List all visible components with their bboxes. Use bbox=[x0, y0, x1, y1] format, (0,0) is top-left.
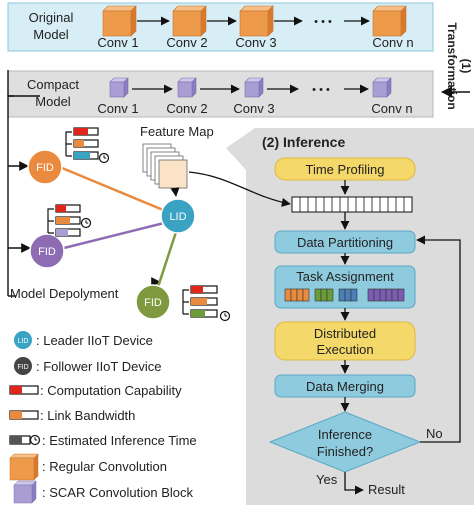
original-conv2-cube bbox=[172, 5, 207, 37]
legend-scar-conv-text: : SCAR Convolution Block bbox=[42, 485, 194, 500]
original-conv1-label: Conv 1 bbox=[97, 35, 138, 50]
original-ellipsis: • • • bbox=[314, 16, 332, 28]
task-assignment-label: Task Assignment bbox=[296, 269, 394, 284]
legend: LID : Leader IIoT Device FID : Follower … bbox=[9, 331, 197, 504]
legend-bandwidth-fill bbox=[10, 411, 22, 419]
fid-node-1: FID bbox=[27, 149, 63, 185]
legend-time-text: : Estimated Inference Time bbox=[42, 433, 197, 448]
data-partitioning-label: Data Partitioning bbox=[297, 235, 393, 250]
compact-conv2-label: Conv 2 bbox=[166, 101, 207, 116]
fid-node-1-label: FID bbox=[36, 162, 54, 174]
compact-model-panel: Compact Model • • • Conv 1 Conv 2 Conv 3… bbox=[7, 70, 434, 118]
original-model-panel: Original Model • • • Conv 1 Conv 2 Conv … bbox=[7, 2, 434, 52]
original-conv3-cube bbox=[239, 5, 274, 37]
legend-computation: : Computation Capability bbox=[9, 383, 182, 398]
legend-follower: FID : Follower IIoT Device bbox=[14, 357, 161, 375]
time-profiling-label: Time Profiling bbox=[306, 162, 385, 177]
link-fid3-lid bbox=[155, 231, 178, 291]
transformation-step: Transformation (1) bbox=[440, 22, 473, 110]
original-model-label-line2: Model bbox=[33, 27, 69, 42]
link-fid1-lid bbox=[61, 166, 169, 214]
compact-conv1-label: Conv 1 bbox=[97, 101, 138, 116]
link-fid2-lid bbox=[63, 220, 169, 250]
fid-node-2-label: FID bbox=[38, 246, 56, 258]
original-model-label-line1: Original bbox=[29, 10, 74, 25]
yes-label: Yes bbox=[316, 472, 338, 487]
original-conv3-label: Conv 3 bbox=[235, 35, 276, 50]
inference-title: (2) Inference bbox=[262, 134, 345, 150]
task-assignment-blocks bbox=[284, 288, 405, 302]
transformation-number: (1) bbox=[459, 59, 473, 74]
lid-node-label: LID bbox=[169, 211, 186, 223]
partition-tensor bbox=[291, 196, 413, 213]
original-conv1-cube bbox=[102, 5, 137, 37]
compact-model-label-line1: Compact bbox=[27, 77, 79, 92]
original-convn-cube bbox=[372, 5, 407, 37]
original-conv2-label: Conv 2 bbox=[166, 35, 207, 50]
compact-ellipsis: • • • bbox=[312, 84, 330, 96]
feature-map-label: Feature Map bbox=[140, 124, 214, 139]
legend-follower-text: : Follower IIoT Device bbox=[36, 359, 161, 374]
compact-convn-label: Conv n bbox=[371, 101, 412, 116]
feature-map-to-tensor-arrow bbox=[188, 171, 291, 207]
legend-fid-icon bbox=[14, 357, 32, 375]
legend-computation-fill bbox=[10, 386, 22, 394]
legend-time: : Estimated Inference Time bbox=[9, 433, 197, 448]
capability-icon-fid1 bbox=[65, 127, 110, 164]
capability-icon-fid3 bbox=[182, 285, 231, 322]
lid-node: LID bbox=[160, 198, 196, 234]
model-deployment-label: Model Depolyment bbox=[10, 286, 119, 301]
no-loop-arrow bbox=[416, 235, 461, 443]
deployment-trunk-line bbox=[7, 95, 40, 296]
legend-bandwidth: : Link Bandwidth bbox=[9, 408, 135, 423]
legend-leader: LID : Leader IIoT Device bbox=[14, 331, 153, 349]
transformation-label: Transformation bbox=[445, 22, 459, 109]
legend-lid-icon-text: LID bbox=[18, 338, 29, 345]
decision-label-line1: Inference bbox=[318, 427, 372, 442]
capability-icon-fid2 bbox=[47, 204, 92, 237]
yes-result-arrow bbox=[344, 472, 364, 495]
legend-leader-text: : Leader IIoT Device bbox=[36, 333, 153, 348]
legend-regular-conv-text: : Regular Convolution bbox=[42, 459, 167, 474]
compact-conv2-cube bbox=[177, 77, 197, 98]
original-convn-label: Conv n bbox=[372, 35, 413, 50]
compact-model-label-line2: Model bbox=[35, 94, 71, 109]
compact-conv3-label: Conv 3 bbox=[233, 101, 274, 116]
legend-computation-text: : Computation Capability bbox=[40, 383, 182, 398]
compact-convn-cube bbox=[372, 77, 392, 98]
compact-conv1-cube bbox=[109, 77, 129, 98]
legend-orange-cube-icon bbox=[9, 453, 39, 481]
no-label: No bbox=[426, 426, 443, 441]
compact-conv3-cube bbox=[244, 77, 264, 98]
fid-node-3-label: FID bbox=[144, 297, 162, 309]
feature-map-stack bbox=[142, 143, 188, 189]
legend-time-fill bbox=[10, 436, 22, 444]
legend-fid-icon-text: FID bbox=[17, 364, 28, 371]
legend-clock-icon bbox=[29, 434, 41, 446]
fid-node-2: FID bbox=[29, 233, 65, 269]
data-merging-label: Data Merging bbox=[306, 379, 384, 394]
inference-panel-background bbox=[226, 128, 474, 505]
legend-purple-cube-icon bbox=[13, 480, 37, 504]
original-model-background bbox=[7, 2, 434, 52]
decision-label-line2: Finished? bbox=[317, 444, 373, 459]
legend-regular-conv: : Regular Convolution bbox=[9, 453, 167, 481]
inference-flowchart: Time Profiling Data Partitioning Task As… bbox=[268, 157, 461, 497]
distributed-execution-line1: Distributed bbox=[314, 326, 376, 341]
result-label: Result bbox=[368, 482, 405, 497]
feature-map-to-lid-arrow bbox=[170, 187, 180, 197]
legend-bandwidth-text: : Link Bandwidth bbox=[40, 408, 135, 423]
legend-scar-conv: : SCAR Convolution Block bbox=[13, 480, 194, 504]
distributed-execution-line2: Execution bbox=[316, 342, 373, 357]
fid-node-3: FID bbox=[135, 284, 171, 320]
legend-lid-icon bbox=[14, 331, 32, 349]
